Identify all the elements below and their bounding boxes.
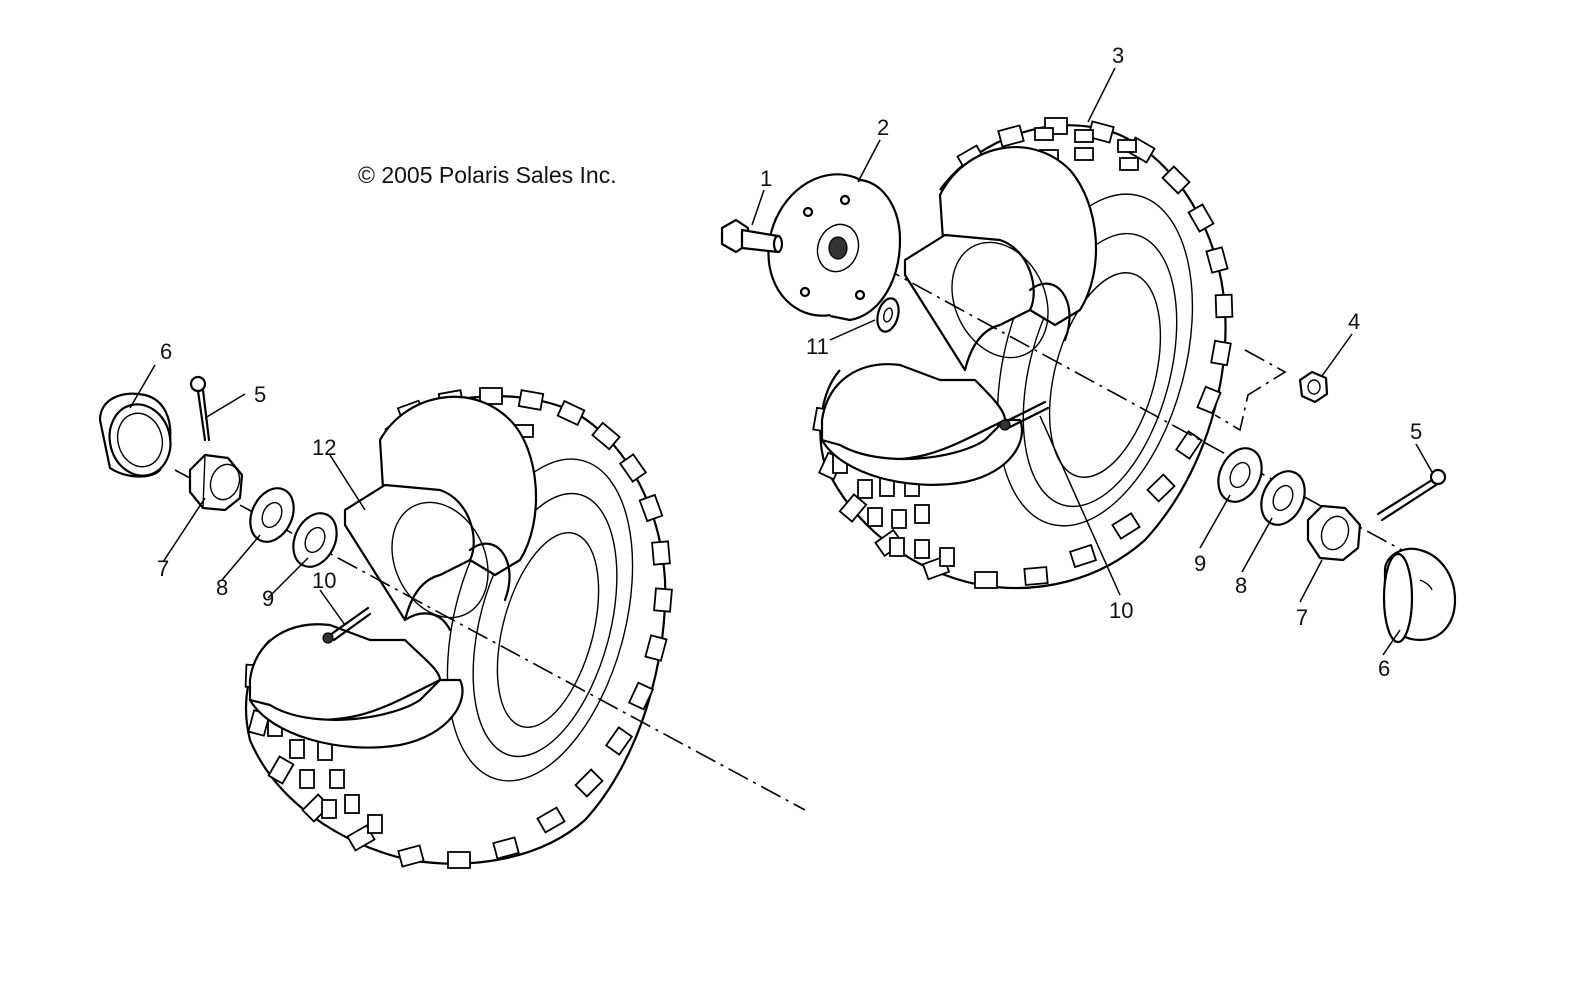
- callout-8-right: 8: [1235, 573, 1248, 598]
- right-cotter-pin: [1376, 468, 1447, 522]
- callout-2: 2: [877, 115, 890, 140]
- left-cotter-pin: [189, 375, 211, 442]
- callout-8-left: 8: [216, 575, 229, 600]
- right-hub-cap: [1382, 547, 1457, 644]
- right-washer-8: [1260, 470, 1306, 526]
- callout-3: 3: [1112, 43, 1125, 68]
- callout-12: 12: [312, 435, 337, 460]
- callout-5-left: 5: [254, 382, 267, 407]
- callout-6-right: 6: [1378, 656, 1391, 681]
- left-rim-cutaway: [248, 395, 538, 749]
- right-axle-centerline: [814, 229, 1421, 561]
- right-nut-leader: [1214, 349, 1287, 432]
- right-rim-cutaway: [820, 146, 1098, 486]
- left-washer-8: [249, 487, 295, 543]
- callout-6-left: 6: [160, 339, 173, 364]
- callout-9-right: 9: [1194, 551, 1207, 576]
- right-lug-nut: [1298, 370, 1329, 404]
- callout-leaders: [129, 67, 1433, 656]
- left-valve-stem: [322, 606, 372, 644]
- right-castle-nut: [1306, 504, 1362, 562]
- right-wheel-assembly: [720, 117, 1457, 644]
- right-valve-stem: [999, 400, 1050, 431]
- callout-7-right: 7: [1296, 605, 1309, 630]
- left-castle-nut: [188, 453, 244, 512]
- right-bolt: [720, 218, 784, 254]
- copyright-notice: © 2005 Polaris Sales Inc.: [358, 162, 617, 188]
- right-washer-11: [876, 297, 900, 333]
- callout-5-right: 5: [1410, 419, 1423, 444]
- right-washer-9: [1217, 447, 1263, 503]
- callout-1: 1: [760, 166, 773, 191]
- left-washer-9: [292, 512, 338, 568]
- callout-11: 11: [806, 334, 829, 359]
- left-wheel-assembly: [98, 375, 806, 869]
- callout-4: 4: [1348, 309, 1361, 334]
- callout-9-left: 9: [262, 586, 275, 611]
- callout-7-left: 7: [157, 556, 170, 581]
- callout-10-left: 10: [312, 568, 337, 593]
- callout-10-right: 10: [1109, 598, 1134, 623]
- left-hub-cap: [98, 392, 172, 478]
- right-hub: [767, 173, 902, 322]
